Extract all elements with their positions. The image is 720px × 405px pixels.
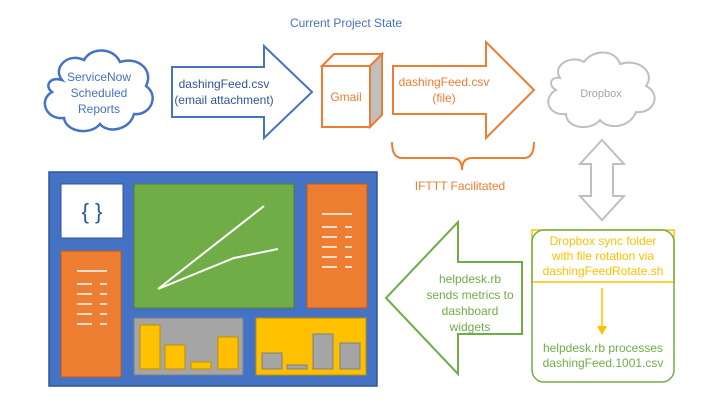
servicenow-cloud-icon (43, 49, 154, 133)
brace-bracket-icon: { } (82, 199, 103, 224)
dashboard-mockup: { } (48, 171, 378, 387)
process-box (531, 229, 675, 383)
ifttt-brace (391, 141, 535, 171)
email-attachment-arrow (171, 43, 314, 141)
diagram-title: Current Project State (290, 16, 402, 30)
gmail-label: Gmail (330, 90, 361, 104)
gmail-cube-icon (319, 51, 385, 130)
file-arrow (392, 39, 536, 141)
ifttt-label: IFTTT Facilitated (415, 179, 505, 193)
metrics-arrow (384, 219, 523, 377)
text-widget (60, 183, 124, 239)
email-arrow-label-1: dashingFeed.csv (179, 77, 270, 91)
sync-label-1: Dropbox sync folder (550, 234, 657, 248)
sync-label-2: with file rotation via (551, 249, 654, 263)
list-widget-icon (322, 213, 352, 268)
sync-label-3: dashingFeedRotate.sh (543, 264, 664, 278)
file-arrow-label-2: (file) (432, 91, 455, 105)
dropbox-label: Dropbox (580, 88, 622, 100)
bar-chart-icon (261, 333, 361, 370)
list-widget-icon (77, 270, 107, 325)
metrics-label-3: dashboard (442, 304, 499, 318)
double-arrow-icon (577, 138, 627, 222)
bar-chart-icon (139, 324, 239, 370)
line-chart-icon (157, 205, 279, 290)
file-arrow-label-1: dashingFeed.csv (399, 75, 490, 89)
email-arrow-label-2: (email attachment) (174, 93, 273, 107)
dropbox-cloud-icon (547, 51, 656, 129)
metrics-label-4: widgets (449, 320, 491, 334)
metrics-label-1: helpdesk.rb (439, 272, 501, 286)
servicenow-label-1: ServiceNow (67, 70, 131, 84)
servicenow-label-3: Reports (78, 102, 120, 116)
process-label-1: helpdesk.rb processes (543, 341, 663, 355)
metrics-label-2: sends metrics to (426, 288, 514, 302)
servicenow-label-2: Scheduled (71, 86, 128, 100)
rotation-arrow-head (597, 326, 607, 335)
list-widget-right (306, 183, 368, 309)
process-label-2: dashingFeed.1001.csv (543, 356, 664, 370)
